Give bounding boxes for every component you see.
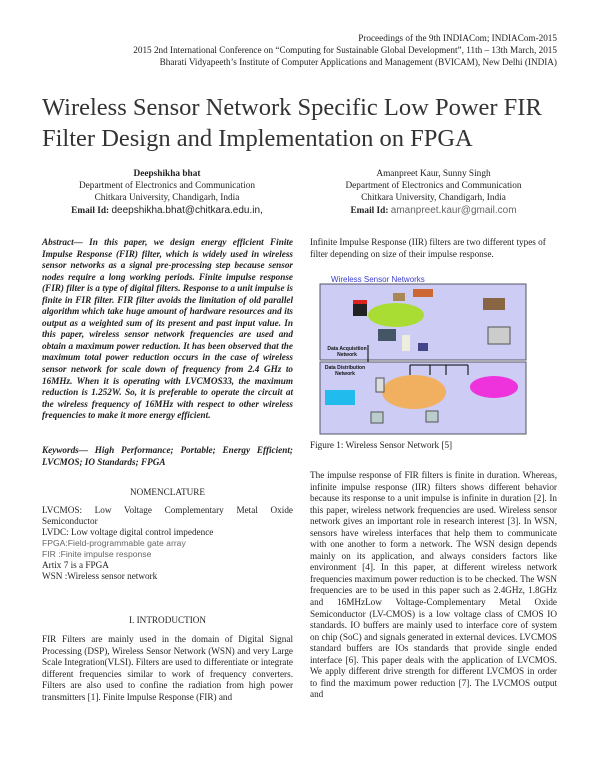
- author-affil: Chitkara University, Chandigarh, India: [94, 193, 240, 204]
- nomenclature-item: FPGA:Field-programmable gate array: [42, 538, 186, 548]
- nomenclature-heading: NOMENCLATURE: [129, 487, 206, 497]
- nomenclature-item: WSN :Wireless sensor network: [42, 571, 158, 581]
- author-name: Deepshikha bhat: [133, 169, 201, 179]
- paper-title: Wireless Sensor Network Specific Low Pow…: [42, 94, 542, 152]
- author-affil: Chitkara University, Chandigarh, India: [361, 193, 506, 204]
- author-email[interactable]: deepshikha.bhat@chitkara.edu.in,: [111, 204, 263, 216]
- intro-paragraph-2: The impulse response of FIR filters is f…: [310, 470, 557, 700]
- keywords: Keywords— High Performance; Portable; En…: [42, 445, 293, 467]
- intro-paragraph-1: FIR Filters are mainly used in the domai…: [42, 634, 293, 702]
- nomenclature-item: Artix 7 is a FPGA: [42, 560, 109, 570]
- email-label: Email Id:: [350, 205, 389, 216]
- author-block-1: Deepshikha bhat Department of Electronic…: [42, 168, 292, 217]
- author-dept: Department of Electronics and Communicat…: [345, 181, 522, 192]
- author-block-2: Amanpreet Kaur, Sunny Singh Department o…: [310, 168, 557, 217]
- header-line-1: Proceedings of the 9th INDIACom; INDIACo…: [358, 33, 557, 43]
- network-diagram: [319, 283, 527, 435]
- email-label: Email Id:: [71, 205, 110, 216]
- panel-label-data-acquisition: Data Acquisition Network: [327, 346, 367, 358]
- header-line-2: 2015 2nd International Conference on “Co…: [133, 45, 557, 55]
- abstract: Abstract— In this paper, we design energ…: [42, 237, 293, 421]
- figure-image-title: Wireless Sensor Networks: [331, 275, 425, 284]
- nomenclature-item: FIR :Finite impulse response: [42, 549, 152, 559]
- author-email[interactable]: amanpreet.kaur@gmail.com: [390, 204, 517, 216]
- nomenclature-item: LVCMOS: Low Voltage Complementary Metal …: [42, 505, 293, 526]
- author-name: Amanpreet Kaur, Sunny Singh: [376, 169, 491, 179]
- header-line-3: Bharati Vidyapeeth’s Institute of Comput…: [159, 57, 557, 67]
- conference-header: Proceedings of the 9th INDIACom; INDIACo…: [37, 32, 557, 68]
- nomenclature-item: LVDC: Low voltage digital control impede…: [42, 527, 214, 537]
- intro-paragraph-1-continued: Infinite Impulse Response (IIR) filters …: [310, 237, 546, 259]
- author-dept: Department of Electronics and Communicat…: [78, 181, 256, 192]
- intro-heading: I. INTRODUCTION: [128, 615, 207, 625]
- figure-caption: Figure 1: Wireless Sensor Network [5]: [310, 440, 453, 450]
- panel-label-data-distribution: Data Distribution Network: [324, 365, 366, 377]
- figure-wireless-sensor-network: Wireless Sensor Networks Data Acquisitio…: [318, 275, 530, 435]
- nomenclature-list: LVCMOS: Low Voltage Complementary Metal …: [42, 505, 293, 582]
